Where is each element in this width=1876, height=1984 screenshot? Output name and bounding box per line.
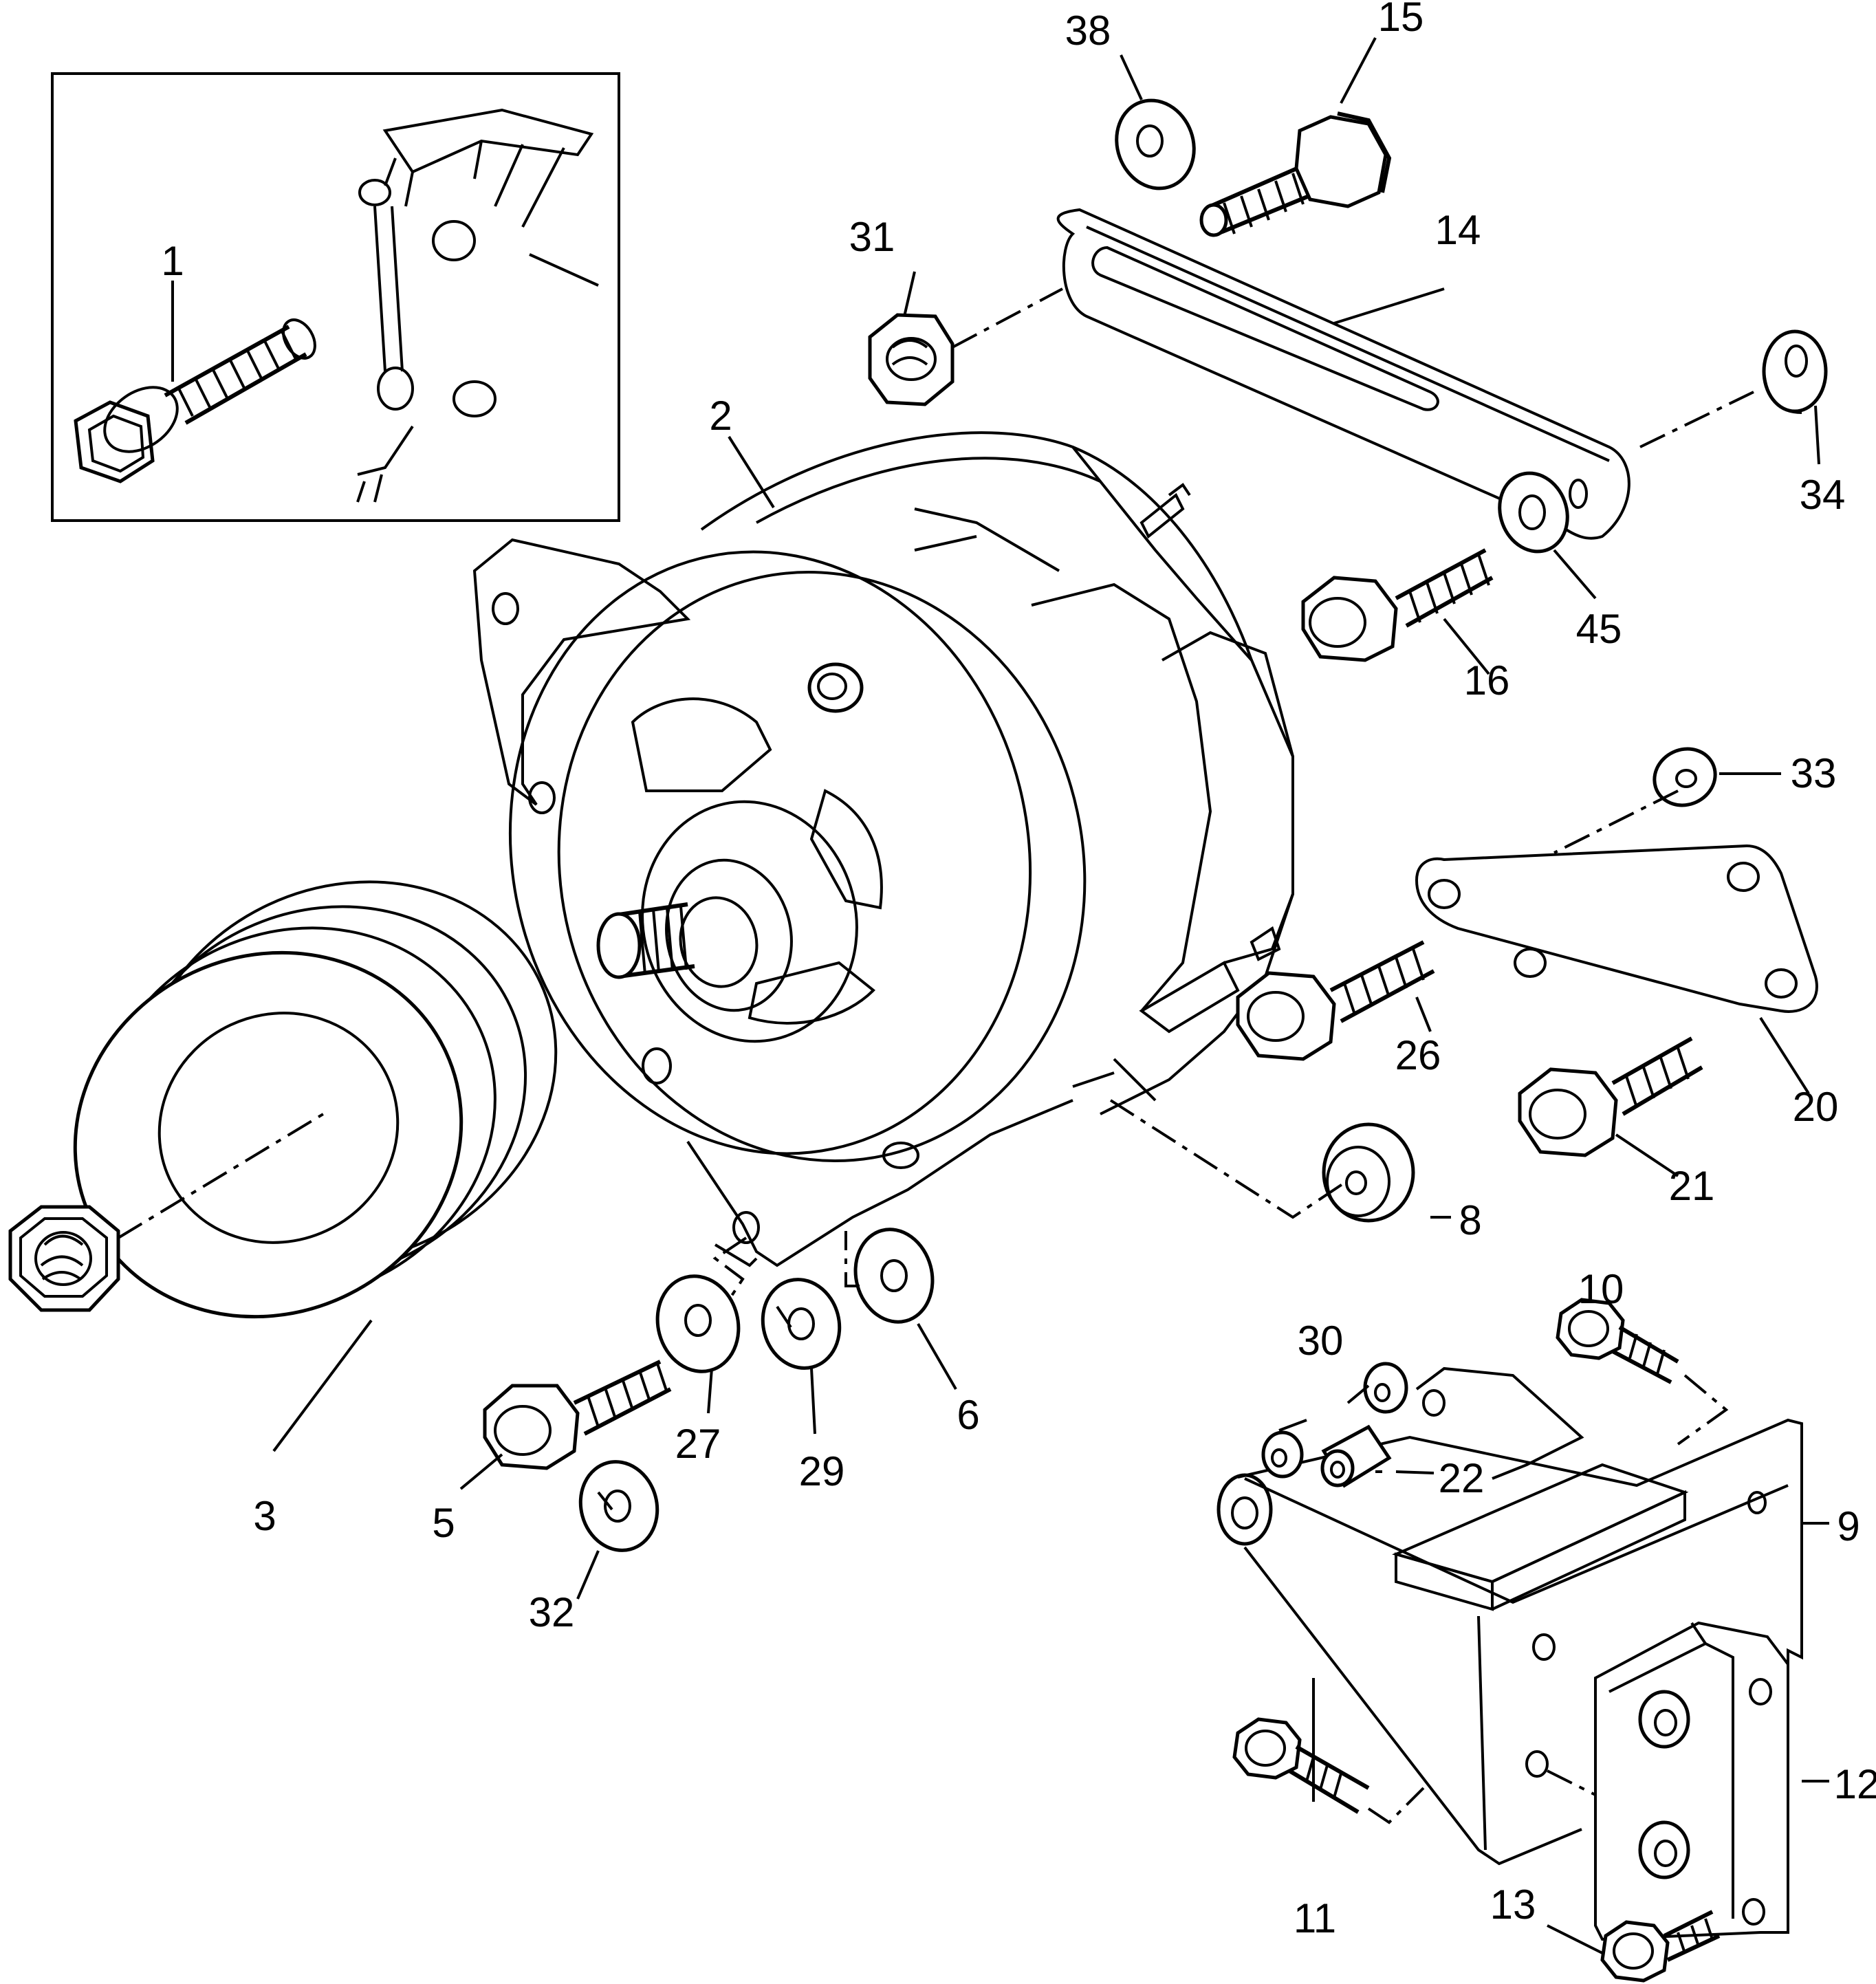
flange-nut-8 xyxy=(1322,1122,1415,1223)
washer-45 xyxy=(1498,471,1569,554)
bolt-16 xyxy=(1301,548,1494,662)
inset-linkage xyxy=(356,108,599,503)
part-labels: 1 2 3 5 6 8 9 10 11 12 13 14 15 16 20 21… xyxy=(161,0,1876,1941)
label-32: 32 xyxy=(529,1589,575,1635)
label-34: 34 xyxy=(1800,472,1846,518)
label-22: 22 xyxy=(1439,1455,1485,1501)
label-1: 1 xyxy=(161,238,184,284)
label-21: 21 xyxy=(1669,1163,1715,1209)
lock-washer-29 xyxy=(761,1278,842,1370)
label-27: 27 xyxy=(675,1421,721,1467)
label-11: 11 xyxy=(1294,1895,1336,1941)
plate-12 xyxy=(1594,1621,1789,1941)
axis-line-lower xyxy=(712,1231,860,1301)
label-38: 38 xyxy=(1065,8,1111,54)
bracket-20 xyxy=(1415,844,1818,1013)
axis-line-pulley xyxy=(117,1113,325,1239)
label-30: 30 xyxy=(1298,1318,1344,1364)
label-2: 2 xyxy=(709,393,732,439)
lock-washer-32 xyxy=(578,1460,659,1552)
label-5: 5 xyxy=(432,1500,455,1546)
axis-line-link-left xyxy=(952,287,1063,349)
nut-31 xyxy=(868,313,955,406)
label-13: 13 xyxy=(1490,1882,1536,1928)
spacer-22 xyxy=(1320,1424,1392,1488)
label-31: 31 xyxy=(849,214,895,260)
washer-27 xyxy=(655,1274,741,1373)
inset-bolt xyxy=(74,318,316,483)
bolt-21 xyxy=(1518,1036,1703,1157)
bolt-15 xyxy=(1199,111,1392,237)
label-3: 3 xyxy=(253,1493,276,1539)
label-20: 20 xyxy=(1793,1084,1839,1130)
flange-nut-34 xyxy=(1762,329,1828,414)
nut-30a xyxy=(1363,1362,1408,1414)
label-12: 12 xyxy=(1834,1761,1876,1807)
axis-line-33 xyxy=(1553,789,1679,854)
axis-line-8 xyxy=(1109,1099,1346,1219)
washer-33 xyxy=(1653,747,1717,807)
label-26: 26 xyxy=(1395,1032,1441,1078)
pulley-nut xyxy=(8,1205,120,1312)
bolt-11 xyxy=(1232,1717,1370,1814)
label-8: 8 xyxy=(1459,1197,1481,1243)
bolt-26 xyxy=(1236,940,1435,1061)
label-9: 9 xyxy=(1837,1503,1859,1549)
washer-6 xyxy=(853,1228,935,1324)
label-14: 14 xyxy=(1435,207,1481,253)
washer-38 xyxy=(1115,98,1196,190)
label-15: 15 xyxy=(1378,0,1424,40)
label-45: 45 xyxy=(1576,606,1622,652)
bolt-5 xyxy=(483,1360,672,1470)
axis-line-10 xyxy=(1677,1374,1729,1446)
inset-detail xyxy=(51,72,620,522)
label-16: 16 xyxy=(1464,657,1510,704)
axis-line-12 xyxy=(1547,1769,1596,1796)
axis-line-11 xyxy=(1367,1787,1425,1824)
adjusting-link xyxy=(1056,208,1630,540)
bolt-10 xyxy=(1556,1298,1679,1384)
label-10: 10 xyxy=(1578,1266,1624,1312)
mounting-bracket-9 xyxy=(1217,1366,1803,1866)
axis-line-link-right xyxy=(1639,391,1754,448)
leader-lines xyxy=(171,37,1829,1954)
alternator xyxy=(472,431,1294,1267)
label-6: 6 xyxy=(957,1392,979,1438)
bolt-13 xyxy=(1600,1910,1721,1983)
label-29: 29 xyxy=(799,1448,845,1494)
label-33: 33 xyxy=(1791,750,1837,796)
nut-30b xyxy=(1261,1430,1304,1479)
